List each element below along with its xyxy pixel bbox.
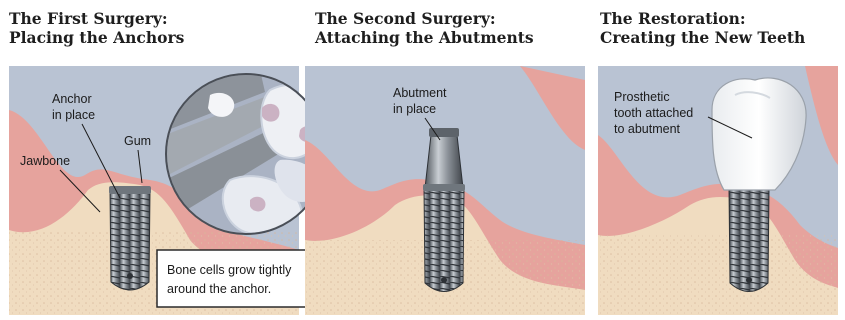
label-prosthetic-line-3: to abutment (614, 122, 681, 136)
label-abutment-line-1: Abutment (393, 86, 447, 100)
label-abutment-line-2: in place (393, 102, 436, 116)
label-prosthetic-line-1: Prosthetic (614, 90, 670, 104)
callout-line-1: Bone cells grow tightly (167, 263, 292, 277)
panel-3-anchor (729, 188, 769, 292)
label-jawbone: Jawbone (20, 154, 70, 168)
panel-2-illustration (305, 66, 585, 315)
panel-2-anchor (424, 188, 464, 292)
label-anchor-line-2: in place (52, 108, 95, 122)
label-gum: Gum (124, 134, 151, 148)
label-anchor-line-1: Anchor (52, 92, 92, 106)
bone-cells-callout: Bone cells grow tightly around the ancho… (157, 250, 331, 307)
label-prosthetic-line-2: tooth attached (614, 106, 693, 120)
callout-line-2: around the anchor. (167, 282, 271, 296)
panel-1-anchor (109, 186, 151, 290)
